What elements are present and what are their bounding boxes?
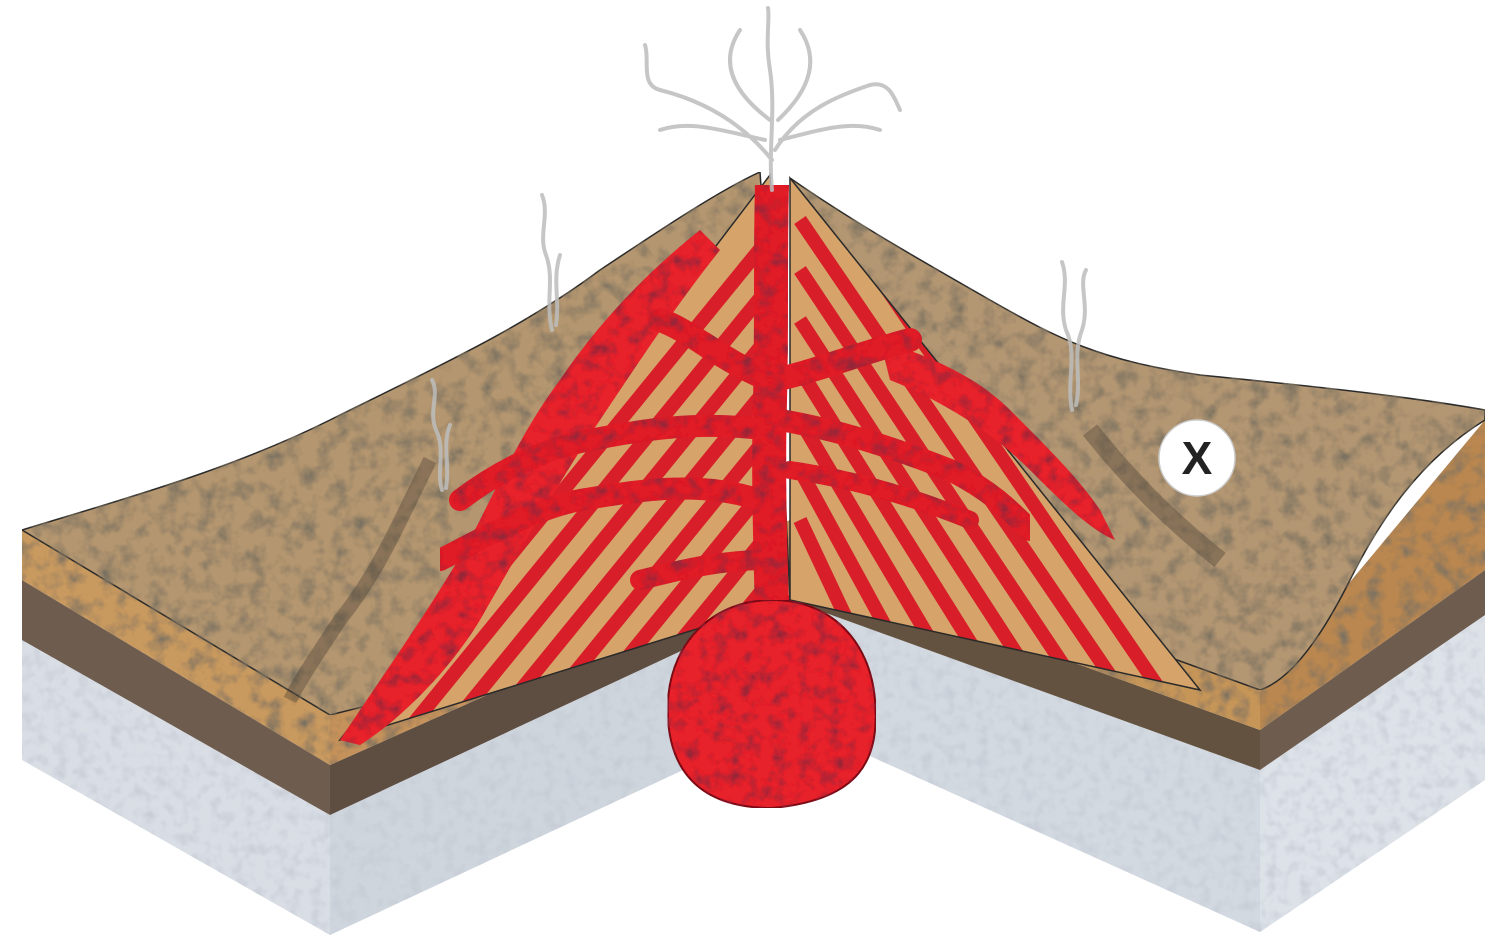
summit-steam-plume <box>645 8 900 190</box>
marker-x: X <box>1159 420 1235 496</box>
magma-chamber <box>668 600 876 808</box>
marker-x-label: X <box>1182 432 1213 484</box>
central-vent-conduit <box>769 185 772 610</box>
